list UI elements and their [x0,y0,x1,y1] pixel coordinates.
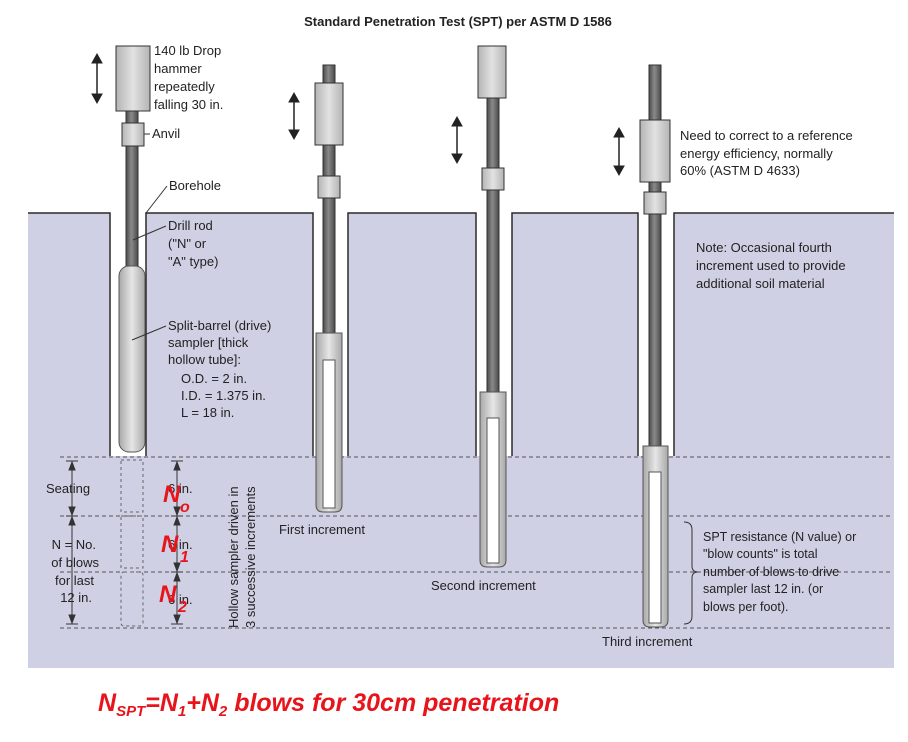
svg-text:"A" type): "A" type) [168,254,218,269]
stage3-hammer [477,45,507,99]
stage1-hammer [115,45,151,112]
svg-text:Hollow sampler driven in: Hollow sampler driven in [226,486,241,628]
svg-text:N: N [161,531,179,558]
stage1-ghost-2 [120,515,144,569]
diagram-title: Standard Penetration Test (SPT) per ASTM… [304,14,612,29]
motion-arrow-4 [613,126,625,177]
svg-text:hammer: hammer [154,61,202,76]
stage3-anvil [481,167,505,191]
first-increment-label: First increment [279,522,365,537]
svg-text:Note: Occasional fourth: Note: Occasional fourth [696,240,832,255]
svg-text:N: N [159,581,177,608]
stage4-hammer [639,119,671,183]
svg-text:N = No.: N = No. [52,537,96,552]
anvil-label: Anvil [152,126,180,141]
motion-arrow-3 [451,115,463,165]
stage1-anvil [121,122,145,147]
svg-text:repeatedly: repeatedly [154,79,215,94]
ground-outline [28,212,894,456]
stage3-rod [486,97,500,395]
red-label-n1: N 1 [161,531,189,566]
svg-text:O.D. = 2 in.: O.D. = 2 in. [181,371,247,386]
sampler-label: Split-barrel (drive) sampler [thick holl… [168,318,271,367]
svg-text:for last: for last [55,573,94,588]
vertical-label: Hollow sampler driven in 3 successive in… [226,486,258,628]
second-increment-label: Second increment [431,578,536,593]
svg-text:2: 2 [177,599,187,616]
stage1-rig [115,45,151,627]
svg-text:Drill rod: Drill rod [168,218,213,233]
svg-text:number of blows to drive: number of blows to drive [703,565,839,579]
stage2-slot [322,359,336,509]
six-inch-label-3: 6 in. [168,592,193,607]
red-label-n0: N o [163,481,190,516]
correction-label: Need to correct to a reference energy ef… [680,128,853,178]
seating-label: Seating [46,481,90,496]
dimension-left [66,460,78,625]
svg-text:hollow tube]:: hollow tube]: [168,352,241,367]
svg-text:"blow counts" is total: "blow counts" is total [703,547,817,561]
svg-text:3 successive increments: 3 successive increments [243,486,258,628]
stage1-rod-top [125,110,139,124]
motion-arrow-2 [288,91,300,141]
svg-text:SPT resistance (N value) or: SPT resistance (N value) or [703,530,856,544]
dimensions-label: O.D. = 2 in. I.D. = 1.375 in. L = 18 in. [181,371,266,420]
svg-text:Split-barrel (drive): Split-barrel (drive) [168,318,271,333]
note-label: Note: Occasional fourth increment used t… [696,240,846,291]
six-inch-label-2: 6 in. [168,537,193,552]
stage2-anvil [317,175,341,199]
stage4-rig [639,64,671,628]
spt-label: SPT resistance (N value) or "blow counts… [703,530,856,614]
dimension-right [171,460,183,625]
stage3-rig [477,45,507,568]
borehole-label: Borehole [169,178,221,193]
stage1-sampler [118,265,146,453]
nspt-formula: NSPT=N1+N2 blows for 30cm penetration [98,689,559,720]
svg-text:increment used to provide: increment used to provide [696,258,846,273]
leader-borehole [145,185,168,214]
stage1-ghost-1 [120,459,144,513]
svg-text:12 in.: 12 in. [60,590,92,605]
soil-ground [28,213,894,668]
svg-text:L = 18 in.: L = 18 in. [181,405,234,420]
stage3-slot [486,417,500,564]
svg-text:falling 30 in.: falling 30 in. [154,97,223,112]
six-inch-label-1: 6 in. [168,481,193,496]
leader-sampler [131,325,167,341]
stage1-ghost-3 [120,571,144,627]
svg-text:1: 1 [180,549,189,566]
stage2-rig [314,64,344,513]
svg-text:energy efficiency, normally: energy efficiency, normally [680,146,833,161]
drill-rod-label: Drill rod ("N" or "A" type) [168,218,218,269]
third-increment-label: Third increment [602,634,693,649]
svg-text:of blows: of blows [51,555,99,570]
svg-text:60% (ASTM D 4633): 60% (ASTM D 4633) [680,163,800,178]
svg-text:blows per foot).: blows per foot). [703,600,788,614]
stage4-slot [648,471,662,624]
svg-text:N: N [163,481,181,508]
stage4-rod [648,213,662,449]
red-label-n2: N 2 [159,581,187,616]
svg-text:Need to correct to a reference: Need to correct to a reference [680,128,853,143]
stage4-anvil [643,191,667,215]
svg-text:additional soil material: additional soil material [696,276,825,291]
stage2-hammer [314,82,344,146]
hammer-label: 140 lb Drop hammer repeatedly falling 30… [154,43,223,112]
svg-text:o: o [180,499,190,516]
svg-text:140 lb Drop: 140 lb Drop [154,43,221,58]
stage1-drill-rod [125,145,139,269]
svg-text:I.D. = 1.375 in.: I.D. = 1.375 in. [181,388,266,403]
stage4-rod-top [648,64,662,121]
stage4-rod-mid [648,181,662,193]
svg-text:sampler [thick: sampler [thick [168,335,249,350]
leader-drill-rod [132,225,167,241]
svg-text:sampler last 12 in. (or: sampler last 12 in. (or [703,582,823,596]
motion-arrow-1 [91,52,103,105]
n-blows-label: N = No. of blows for last 12 in. [51,537,99,605]
spt-brace [683,521,699,625]
svg-text:("N" or: ("N" or [168,236,207,251]
